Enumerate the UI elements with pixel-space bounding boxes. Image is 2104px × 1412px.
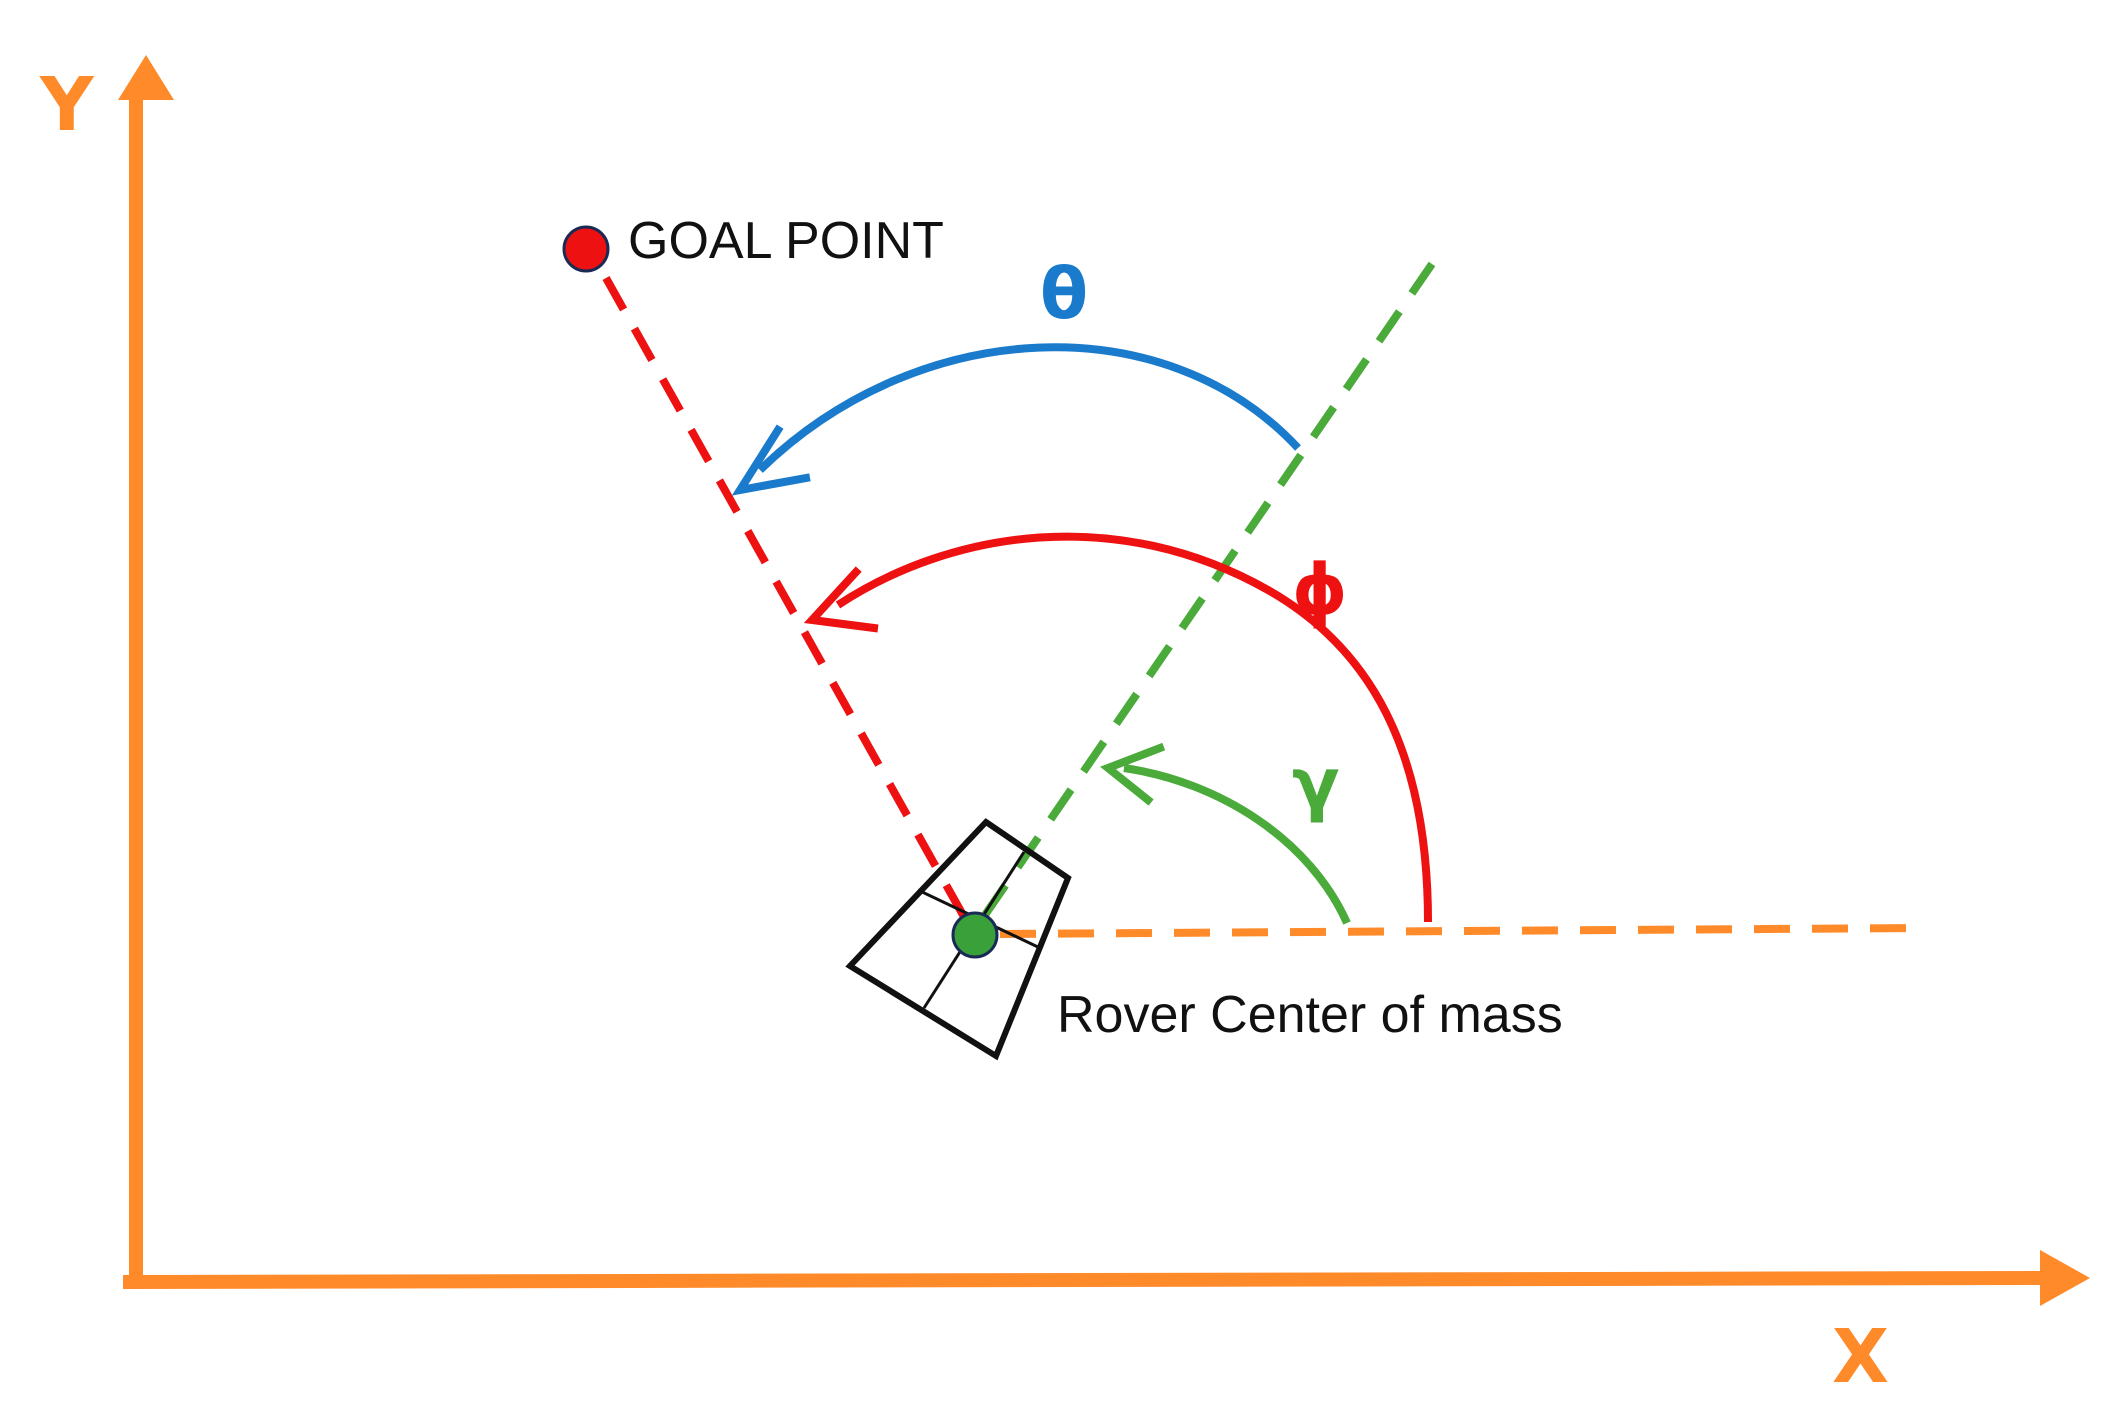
y-axis [118,55,174,1289]
x-axis [122,1250,2090,1306]
phi-label: ϕ [1292,549,1348,631]
phi-arc [803,532,1432,923]
goal-point-label: GOAL POINT [628,212,944,270]
y-axis-arrowhead [118,55,174,100]
rover-center-point [951,911,999,959]
gamma-label: γ [1292,743,1340,825]
theta-label: θ [1040,253,1088,335]
goal-direction-line [602,276,972,926]
x-axis-arrowhead [2040,1250,2090,1306]
goal-point [562,225,610,273]
y-axis-label: Y [39,62,95,148]
gamma-arc [1100,742,1351,925]
x-axis-label: X [1832,1314,1889,1400]
rover-center-label: Rover Center of mass [1057,986,1563,1044]
theta-arc [731,343,1301,496]
horizontal-reference-line [999,924,1919,938]
heading-line [981,261,1436,918]
